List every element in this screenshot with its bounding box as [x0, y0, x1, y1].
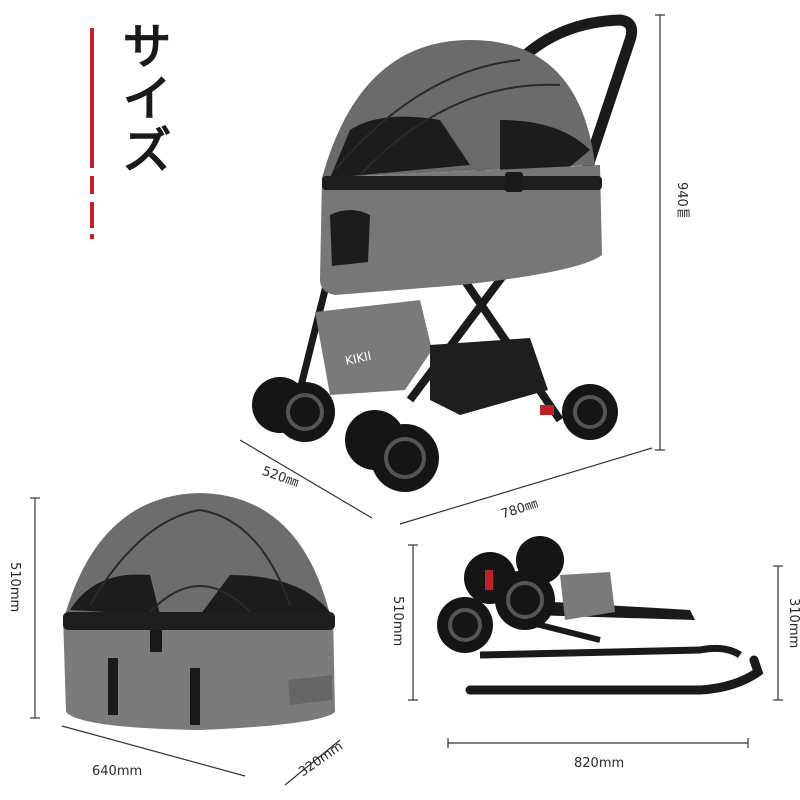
stroller-image	[252, 14, 638, 492]
title-accent-bar-dot	[90, 234, 94, 239]
stroller-height-label: 940㎜	[674, 182, 689, 220]
title-accent-bar-segment	[90, 176, 94, 194]
folded-height-right-label: 310mm	[786, 598, 800, 649]
title-accent-bar-segment	[90, 202, 94, 228]
carrier-image	[63, 493, 335, 730]
carrier-length-label: 640mm	[92, 764, 143, 779]
dimension-lines	[30, 14, 783, 786]
brand-label: KIKII	[344, 349, 373, 368]
folded-length-label: 820mm	[574, 756, 625, 771]
folded-height-left-label: 510mm	[390, 596, 405, 647]
page-title: サイズ	[114, 20, 172, 176]
title-accent-bar	[90, 28, 94, 168]
folded-stroller-image	[437, 536, 764, 695]
carrier-height-label: 510mm	[7, 562, 22, 613]
